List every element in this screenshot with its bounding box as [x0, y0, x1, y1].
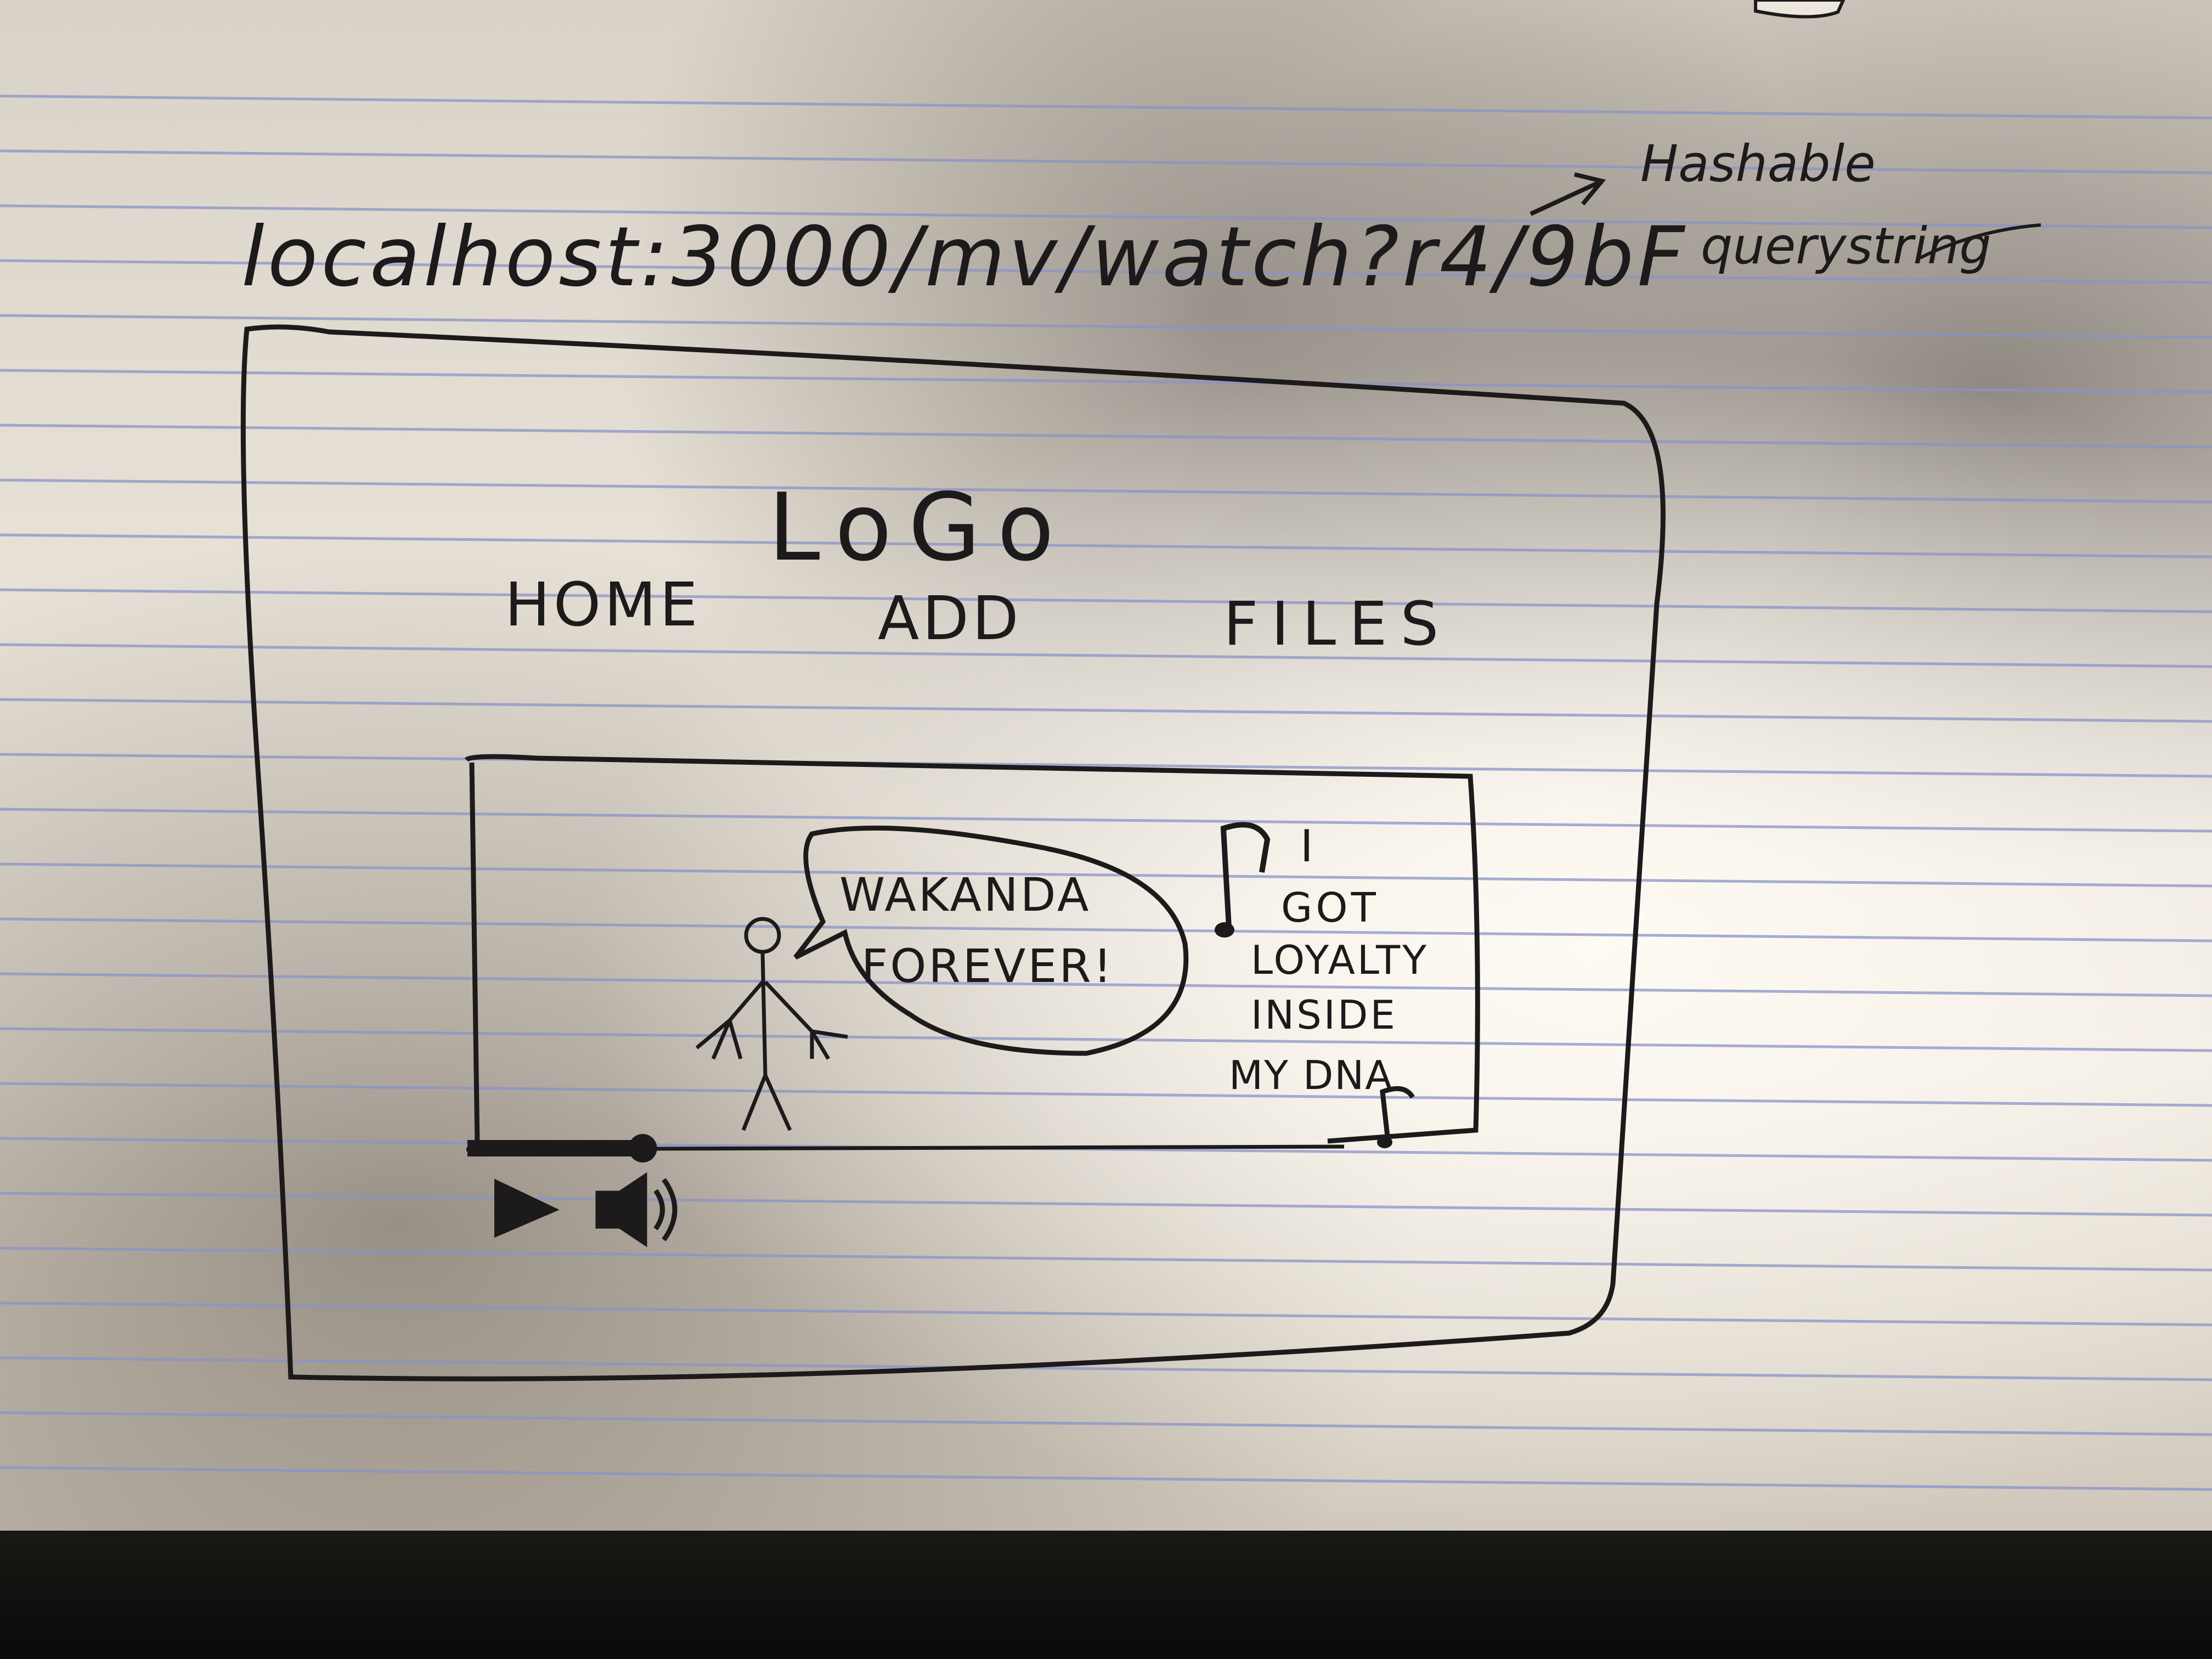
stick-figure — [695, 917, 848, 1131]
annotation-underline — [1919, 223, 2041, 259]
rule-line — [0, 1411, 2212, 1436]
url-text: localhost:3000/mv/watch?r4/9bF — [241, 210, 1688, 305]
annotation-line-1: Hashable — [1640, 134, 1876, 193]
torn-paper-corner — [1754, 0, 1846, 19]
music-note-end-head — [1377, 1136, 1392, 1148]
rule-line — [0, 1082, 2212, 1107]
arrow-icon — [1530, 172, 1606, 216]
music-note-end-icon — [1380, 1086, 1415, 1142]
nav-files-link[interactable]: FILES — [1223, 589, 1452, 659]
rule-line — [0, 1466, 2212, 1491]
play-icon[interactable] — [494, 1178, 560, 1238]
speech-line-1: WAKANDA — [839, 868, 1091, 922]
rule-line — [0, 424, 2212, 449]
rule-line — [0, 1301, 2212, 1327]
music-note-head — [1215, 922, 1234, 938]
rule-line — [0, 478, 2212, 504]
rule-line — [0, 753, 2212, 778]
rule-line — [0, 533, 2212, 558]
video-progress-knob[interactable] — [628, 1134, 657, 1163]
rule-line — [0, 917, 2212, 943]
rule-line — [0, 1192, 2212, 1217]
lyric-line-4: INSIDE — [1251, 992, 1397, 1038]
rule-line — [0, 698, 2212, 723]
lyric-line-3: LOYALTY — [1251, 937, 1429, 983]
speech-line-2: FOREVER! — [861, 939, 1114, 993]
table-background — [0, 1531, 2212, 1659]
rule-line — [0, 808, 2212, 833]
lyric-line-2: GOT — [1281, 884, 1379, 932]
speech-bubble — [793, 825, 1189, 1056]
rule-line — [0, 1137, 2212, 1162]
rule-line — [0, 1246, 2212, 1272]
rule-line — [0, 643, 2212, 668]
rule-lines — [0, 94, 2212, 1491]
video-progress-fill — [467, 1140, 643, 1156]
music-note-icon — [1220, 822, 1271, 928]
video-player-frame — [464, 754, 1480, 1144]
rule-line — [0, 94, 2212, 120]
lyric-line-5: MY DNA — [1229, 1052, 1393, 1098]
logo: LoGo — [768, 473, 1070, 582]
nav-home-link[interactable]: HOME — [505, 569, 701, 640]
video-frame-left-edge — [469, 762, 480, 1144]
rule-line — [0, 588, 2212, 613]
browser-window-frame — [240, 324, 1666, 1381]
volume-icon[interactable] — [595, 1172, 678, 1248]
rule-line — [0, 149, 2212, 174]
lyric-line-1: I — [1300, 821, 1313, 872]
nav-add-link[interactable]: ADD — [878, 583, 1022, 653]
